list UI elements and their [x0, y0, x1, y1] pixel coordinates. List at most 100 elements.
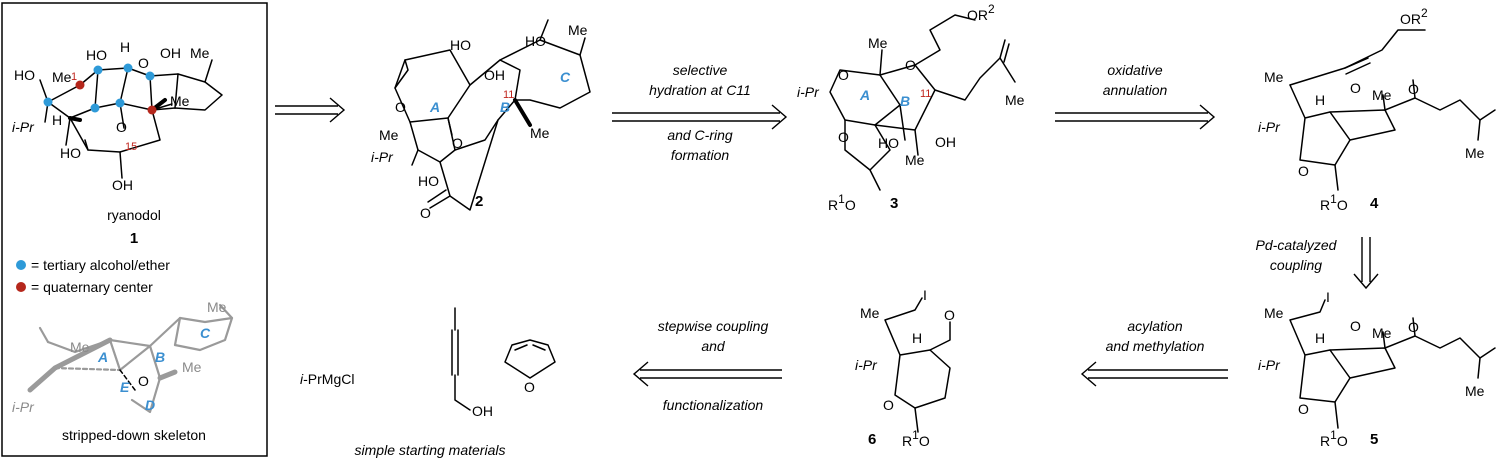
- ho-label: HO: [14, 67, 35, 83]
- arrow-4-5-line2: coupling: [1270, 257, 1322, 273]
- compound-6: Me I H O i-Pr O R1O 6: [855, 287, 955, 449]
- r1o-label: R1O: [828, 192, 856, 213]
- or2-label: OR2: [1400, 6, 1428, 27]
- o-label: O: [1350, 318, 1361, 334]
- h-label: H: [1315, 92, 1325, 108]
- tertiary-dot: [145, 71, 155, 81]
- c11-label: 11: [503, 89, 514, 101]
- compound-number-5: 5: [1370, 431, 1378, 448]
- arrow-6-sm-line2: and: [701, 338, 726, 354]
- r1o-label: R1O: [902, 428, 930, 449]
- o-label: O: [420, 205, 431, 221]
- furan-structure: O: [504, 339, 556, 395]
- retro-arrow-2-3: selective hydration at C11 and C-ring fo…: [612, 62, 788, 163]
- ipr-label: i-Pr: [12, 399, 35, 415]
- butynol-structure: OH: [451, 307, 493, 419]
- me-label: Me: [1465, 383, 1485, 399]
- arrow-2-3-bottom-line1: and C-ring: [667, 127, 733, 143]
- h-label: H: [52, 112, 62, 128]
- r1o-label: R1O: [1320, 192, 1348, 213]
- ho-label: HO: [60, 145, 81, 161]
- me-label: Me: [70, 339, 90, 355]
- o-label: O: [1350, 80, 1361, 96]
- o-label: O: [116, 119, 127, 135]
- compound-3: OR2 Me i-Pr HO OH Me Me R1O O O O 11 A B…: [797, 2, 1025, 213]
- ipr-label: i-Pr: [797, 84, 820, 100]
- o-label: O: [138, 373, 149, 389]
- retro-arrow-5-6: acylation and methylation: [1080, 318, 1228, 387]
- o-label: O: [838, 67, 849, 83]
- o-label: O: [1408, 319, 1419, 335]
- me-label: Me: [1465, 145, 1485, 161]
- or2-label: OR2: [967, 2, 995, 23]
- ho-label: HO: [878, 135, 899, 151]
- o-label: O: [1298, 163, 1309, 179]
- compound-2: HO OH HO Me Me i-Pr HO Me O O O 11 A B C…: [371, 19, 591, 221]
- iodine-label: I: [1326, 289, 1330, 305]
- h-label: H: [120, 39, 130, 55]
- me-label: Me: [1005, 92, 1025, 108]
- ipr-label: i-Pr: [1258, 357, 1281, 373]
- me-label: Me: [182, 359, 202, 375]
- ho-label: HO: [450, 37, 471, 53]
- ho-label: HO: [418, 173, 439, 189]
- o-label: O: [944, 307, 955, 323]
- ryanodol-structure: HO Me 1 i-Pr H HO 15 OH Me HO H O OH Me …: [12, 39, 223, 193]
- compound-number-1: 1: [130, 230, 138, 247]
- compound-number-2: 2: [475, 193, 483, 210]
- compound-4: OR2 Me H O Me O i-Pr O Me R1O 4: [1258, 6, 1496, 213]
- skeleton-caption: stripped-down skeleton: [62, 427, 206, 443]
- tertiary-dot: [115, 98, 125, 108]
- ring-b-label: B: [155, 349, 165, 365]
- tertiary-dot: [43, 97, 53, 107]
- me-label: Me: [1264, 69, 1284, 85]
- me-label: Me: [868, 35, 888, 51]
- o-label: O: [452, 135, 463, 151]
- arrow-3-4-top-line2: annulation: [1103, 82, 1168, 98]
- ring-c-label: C: [560, 69, 571, 85]
- me-label: Me: [190, 45, 210, 61]
- oh-label: OH: [935, 134, 956, 150]
- retro-arrow-1-2: [275, 97, 346, 123]
- arrow-2-3-bottom-line2: formation: [671, 147, 730, 163]
- o-label: O: [1298, 401, 1309, 417]
- ring-a-label: A: [97, 349, 108, 365]
- compound-5: Me I H O Me O i-Pr O Me R1O 5: [1258, 289, 1496, 449]
- tertiary-dot: [90, 103, 100, 113]
- o-label: O: [883, 397, 894, 413]
- arrow-2-3-top-line2: hydration at C11: [649, 82, 751, 98]
- tertiary-dot: [123, 63, 133, 73]
- c11-label: 11: [920, 88, 931, 100]
- tertiary-legend-dot: [16, 260, 26, 270]
- quaternary-dot: [75, 80, 85, 90]
- ring-b-label: B: [500, 99, 510, 115]
- legend-tertiary: = tertiary alcohol/ether: [31, 257, 170, 273]
- arrow-4-5-line1: Pd-catalyzed: [1256, 237, 1338, 253]
- ipr-label: i-Pr: [12, 119, 35, 135]
- ipr-label: i-Pr: [371, 149, 394, 165]
- oh-label: OH: [160, 45, 181, 61]
- ryanodol-panel-border: [1, 2, 268, 457]
- oh-label: OH: [112, 177, 133, 193]
- oh-label: OH: [484, 67, 505, 83]
- r1o-label: R1O: [1320, 428, 1348, 449]
- compound-number-3: 3: [890, 195, 898, 212]
- ho-label: HO: [525, 33, 546, 49]
- c15-label: 15: [125, 141, 137, 153]
- starting-materials: i-PrMgCl OH O simple starting materials: [300, 307, 556, 458]
- ipr-label: i-Pr: [1258, 119, 1281, 135]
- ring-b-label: B: [900, 93, 910, 109]
- quaternary-dot: [147, 105, 157, 115]
- me-label: Me: [1372, 325, 1392, 341]
- arrow-6-sm-line3: functionalization: [663, 397, 764, 413]
- o-label: O: [838, 129, 849, 145]
- furan-o-label: O: [524, 379, 535, 395]
- retro-arrow-4-5: Pd-catalyzed coupling: [1256, 237, 1379, 290]
- h-label: H: [1315, 330, 1325, 346]
- o-label: O: [395, 99, 406, 115]
- tertiary-dot: [93, 65, 103, 75]
- legend-quaternary: = quaternary center: [31, 279, 153, 295]
- o-label: O: [905, 57, 916, 73]
- ring-c-label: C: [200, 325, 211, 341]
- arrow-5-6-line2: and methylation: [1106, 338, 1205, 354]
